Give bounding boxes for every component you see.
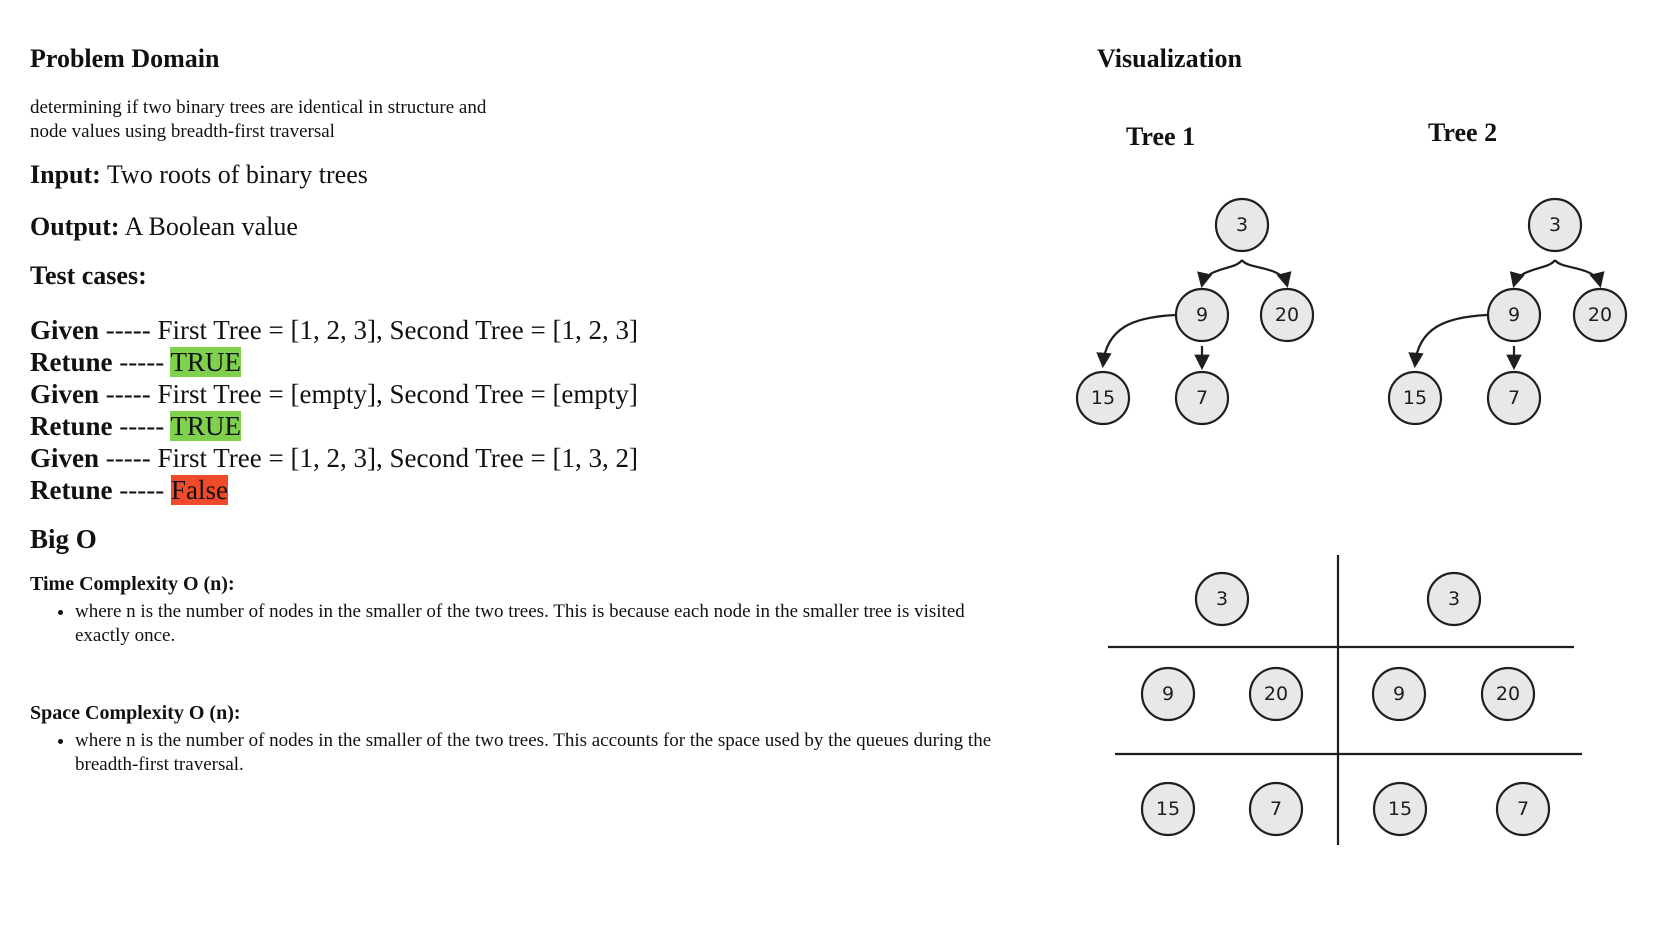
visualization-heading: Visualization: [1097, 44, 1242, 73]
compare-right-level2-node-2: 7: [1495, 781, 1551, 837]
input-value: Two roots of binary trees: [100, 160, 368, 189]
tree-2-node-left-right: 7: [1486, 370, 1542, 426]
svg-text:15: 15: [1156, 798, 1180, 820]
tree-2-node-right: 20: [1572, 287, 1628, 343]
tree-1-node-root: 3: [1214, 197, 1270, 253]
compare-left-level2-node-2: 7: [1248, 781, 1304, 837]
svg-text:3: 3: [1236, 214, 1248, 236]
separator: -----: [99, 379, 158, 409]
case-3-given: Given ----- First Tree = [1, 2, 3], Seco…: [30, 442, 1010, 474]
compare-left-level1-node-1: 9: [1140, 666, 1196, 722]
visualization-diagram: Tree 1 3 9 20 15 7 Tree 2 3 9 20 15 7 3 …: [1075, 118, 1628, 845]
tree-1-node-left-left: 15: [1075, 370, 1131, 426]
svg-text:9: 9: [1508, 304, 1520, 326]
return-value-badge: TRUE: [170, 347, 241, 377]
output-value: A Boolean value: [119, 212, 298, 241]
input-line: Input: Two roots of binary trees: [30, 158, 1010, 192]
svg-text:7: 7: [1196, 387, 1208, 409]
output-label: Output:: [30, 212, 120, 241]
svg-text:3: 3: [1549, 214, 1561, 236]
svg-text:20: 20: [1264, 683, 1288, 705]
tree-2-node-left: 9: [1486, 287, 1542, 343]
big-o-heading: Big O: [30, 524, 97, 554]
return-value-badge: TRUE: [170, 411, 241, 441]
space-complexity-title: Space Complexity O (n):: [30, 702, 241, 724]
compare-right-level0-node: 3: [1426, 571, 1482, 627]
time-complexity-title: Time Complexity O (n):: [30, 573, 235, 595]
case-2-return: Retune ----- TRUE: [30, 410, 1010, 442]
tree-1-node-left-right: 7: [1174, 370, 1230, 426]
svg-text:20: 20: [1496, 683, 1520, 705]
case-2-given: Given ----- First Tree = [empty], Second…: [30, 378, 1010, 410]
tree-1-node-left: 9: [1174, 287, 1230, 343]
compare-right-level1-node-1: 9: [1371, 666, 1427, 722]
problem-description: determining if two binary trees are iden…: [30, 97, 487, 142]
problem-domain-heading: Problem Domain: [30, 44, 220, 73]
svg-text:7: 7: [1508, 387, 1520, 409]
case-1-return: Retune ----- TRUE: [30, 346, 1010, 378]
tree-2-edge-root-right: [1554, 259, 1605, 288]
tree-1-edge-left-left: [1096, 313, 1176, 369]
compare-left-level0-node: 3: [1194, 571, 1250, 627]
tree-2-node-left-left: 15: [1387, 370, 1443, 426]
comparison-grid: 3 3 9 20 9 20 15 7 15 7: [1108, 555, 1582, 845]
separator: -----: [112, 347, 171, 377]
svg-text:9: 9: [1393, 683, 1405, 705]
svg-text:7: 7: [1270, 798, 1282, 820]
space-complexity-bullet: where n is the number of nodes in the sm…: [75, 729, 1005, 777]
given-text: First Tree = [1, 2, 3], Second Tree = [1…: [157, 315, 638, 345]
svg-text:15: 15: [1091, 387, 1115, 409]
separator: -----: [99, 315, 158, 345]
svg-text:7: 7: [1517, 798, 1529, 820]
compare-left-level2-node-1: 15: [1140, 781, 1196, 837]
tree-1: Tree 1 3 9 20 15 7: [1075, 122, 1315, 426]
svg-text:3: 3: [1448, 588, 1460, 610]
tree-2: Tree 2 3 9 20 15 7: [1387, 118, 1628, 426]
given-label: Given: [30, 443, 100, 473]
tree-1-label: Tree 1: [1126, 122, 1195, 151]
svg-text:20: 20: [1275, 304, 1299, 326]
tree-1-node-right: 20: [1259, 287, 1315, 343]
svg-text:15: 15: [1388, 798, 1412, 820]
return-label: Retune: [30, 411, 113, 441]
separator: -----: [112, 411, 171, 441]
svg-text:3: 3: [1216, 588, 1228, 610]
tree-2-node-root: 3: [1527, 197, 1583, 253]
tree-2-edge-root-left: [1509, 259, 1556, 288]
case-1-given: Given ----- First Tree = [1, 2, 3], Seco…: [30, 314, 1010, 346]
given-label: Given: [30, 379, 100, 409]
svg-text:9: 9: [1196, 304, 1208, 326]
tree-1-edge-root-right: [1241, 259, 1292, 288]
svg-text:9: 9: [1162, 683, 1174, 705]
svg-text:15: 15: [1403, 387, 1427, 409]
tree-2-label: Tree 2: [1428, 118, 1497, 147]
test-cases-list: Given ----- First Tree = [1, 2, 3], Seco…: [30, 314, 1010, 506]
input-label: Input:: [30, 160, 101, 189]
left-panel: Problem Domain determining if two binary…: [30, 44, 1010, 777]
tree-2-edge-left-left: [1408, 313, 1488, 369]
return-value-badge: False: [170, 475, 228, 505]
given-text: First Tree = [1, 2, 3], Second Tree = [1…: [157, 443, 638, 473]
compare-left-level1-node-2: 20: [1248, 666, 1304, 722]
compare-right-level2-node-1: 15: [1372, 781, 1428, 837]
return-label: Retune: [30, 475, 113, 505]
compare-right-level1-node-2: 20: [1480, 666, 1536, 722]
time-complexity-list: where n is the number of nodes in the sm…: [30, 600, 1010, 648]
output-line: Output: A Boolean value: [30, 210, 1010, 244]
time-complexity-bullet: where n is the number of nodes in the sm…: [75, 600, 1005, 648]
return-label: Retune: [30, 347, 113, 377]
space-complexity-list: where n is the number of nodes in the sm…: [30, 729, 1010, 777]
given-label: Given: [30, 315, 100, 345]
test-cases-heading: Test cases:: [30, 261, 147, 290]
svg-text:20: 20: [1588, 304, 1612, 326]
separator: -----: [99, 443, 158, 473]
tree-1-edge-root-left: [1197, 259, 1243, 289]
case-3-return: Retune ----- False: [30, 474, 1010, 506]
given-text: First Tree = [empty], Second Tree = [emp…: [157, 379, 638, 409]
separator: -----: [112, 475, 171, 505]
